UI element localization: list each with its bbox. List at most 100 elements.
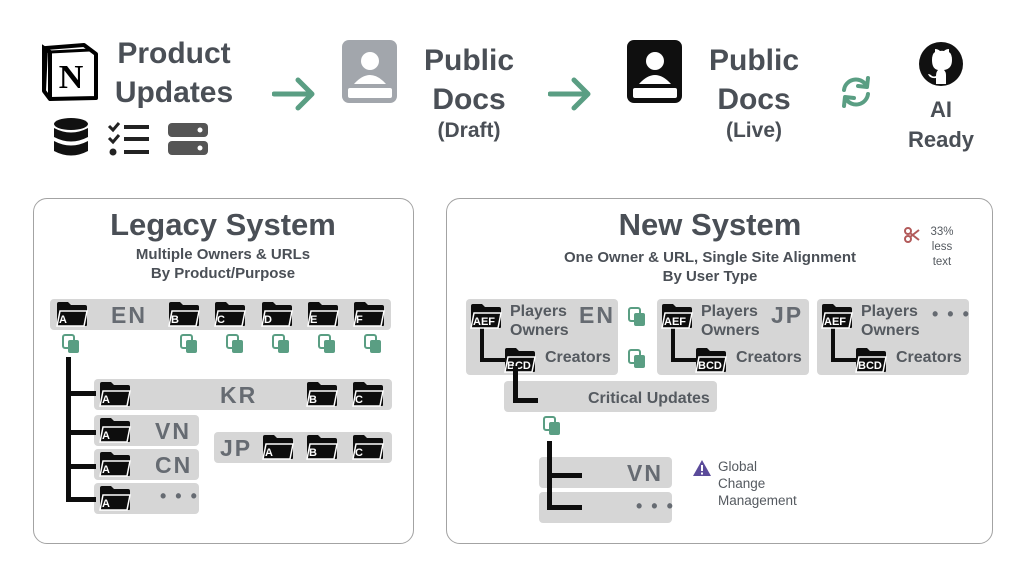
- creators-label: Creators: [736, 349, 802, 366]
- site-tree-line: [831, 320, 835, 362]
- folder-icon: C: [352, 381, 384, 407]
- owners-label: Owners: [510, 322, 569, 339]
- arrow-right-icon: [272, 77, 315, 111]
- legacy-en-label: EN: [111, 302, 147, 328]
- legacy-ellipsis: • • •: [160, 486, 199, 506]
- folder-label: B: [171, 314, 179, 326]
- site-tree-line: [480, 358, 508, 362]
- copy-icon: [62, 334, 79, 353]
- folder-label: A: [59, 314, 67, 326]
- folder-icon: E: [307, 301, 339, 327]
- legacy-subtitle: Multiple Owners & URLs: [135, 246, 311, 263]
- folder-icon: A: [99, 451, 131, 477]
- site-tree-line: [671, 320, 675, 362]
- folder-label: A: [265, 447, 273, 459]
- folder-icon: A: [99, 485, 131, 511]
- note-line3: text: [932, 256, 952, 268]
- folder-label: C: [355, 394, 363, 406]
- public-docs-draft-line2: Docs: [432, 83, 506, 116]
- legacy-kr-label: KR: [220, 382, 258, 408]
- folder-label: BCD: [698, 360, 722, 372]
- legacy-tree-branch: [66, 430, 96, 435]
- folder-icon: C: [214, 301, 246, 327]
- legacy-tree-branch: [66, 464, 96, 469]
- live-label: (Live): [725, 119, 782, 142]
- legacy-tree-branch: [66, 391, 96, 396]
- folder-icon: A: [99, 417, 131, 443]
- public-docs-live-line1: Public: [708, 44, 799, 77]
- folder-label: AEF: [824, 316, 846, 328]
- checklist-icon: [107, 122, 149, 156]
- ai-ready-line2: Ready: [907, 127, 975, 152]
- folder-icon: A: [262, 434, 294, 460]
- folder-label: A: [102, 430, 110, 442]
- folder-label: E: [310, 314, 318, 326]
- folder-icon: BCD: [695, 347, 727, 373]
- folder-label: BCD: [858, 360, 882, 372]
- new-title: New System: [618, 207, 802, 242]
- folder-label: B: [309, 447, 317, 459]
- draft-label: (Draft): [437, 119, 501, 142]
- folder-label: A: [102, 394, 110, 406]
- owners-label: Owners: [861, 322, 920, 339]
- folder-icon: AEF: [470, 303, 502, 329]
- new-subtitle-2: By User Type: [662, 268, 758, 285]
- github-icon: [919, 42, 963, 86]
- copy-icon: [226, 334, 243, 353]
- legacy-subtitle-2: By Product/Purpose: [150, 265, 296, 282]
- contact-book-icon: [627, 40, 682, 103]
- global-line2: Change: [718, 476, 766, 491]
- legacy-tree-branch: [66, 497, 96, 502]
- copy-icon: [543, 416, 560, 435]
- folder-icon: AEF: [821, 303, 853, 329]
- sync-icon: [842, 76, 870, 108]
- note-line2: less: [931, 241, 953, 253]
- folder-icon: AEF: [661, 303, 693, 329]
- folder-icon: A: [99, 381, 131, 407]
- site-more-ellipsis: • • •: [932, 304, 971, 324]
- folder-label: F: [356, 314, 363, 326]
- folder-icon: F: [353, 301, 385, 327]
- folder-icon: A: [56, 301, 88, 327]
- arrow-right-icon: [548, 77, 591, 111]
- folder-icon: B: [306, 381, 338, 407]
- public-docs-draft-line1: Public: [423, 44, 514, 77]
- scissors-icon: [904, 227, 920, 243]
- players-label: Players: [861, 303, 918, 320]
- product-updates-line1: Product: [117, 37, 231, 70]
- folder-label: C: [355, 447, 363, 459]
- folder-icon: B: [168, 301, 200, 327]
- site-tree-line: [831, 358, 859, 362]
- folder-icon: BCD: [855, 347, 887, 373]
- folder-icon: D: [261, 301, 293, 327]
- folder-label: AEF: [664, 316, 686, 328]
- legacy-vn-label: VN: [155, 418, 191, 444]
- global-line1: Global: [718, 459, 758, 474]
- public-docs-live-line2: Docs: [717, 83, 791, 116]
- folder-label: A: [102, 498, 110, 510]
- critical-updates-bar: [504, 381, 717, 412]
- players-label: Players: [701, 303, 758, 320]
- lower-tree-branch: [547, 473, 582, 478]
- copy-icon: [364, 334, 381, 353]
- copy-icon: [318, 334, 335, 353]
- ai-ready-line1: AI: [930, 97, 952, 122]
- folder-label: B: [309, 394, 317, 406]
- players-label: Players: [510, 303, 567, 320]
- lower-vn-label: VN: [627, 460, 663, 486]
- folder-label: AEF: [473, 316, 495, 328]
- critical-connector: [513, 366, 518, 403]
- creators-label: Creators: [545, 349, 611, 366]
- critical-updates-label: Critical Updates: [588, 390, 710, 407]
- copy-icon: [628, 307, 645, 326]
- critical-connector: [513, 398, 538, 403]
- note-line1: 33%: [930, 226, 954, 238]
- new-subtitle: One Owner & URL, Single Site Alignment: [564, 249, 856, 266]
- lower-ellipsis: • • •: [636, 496, 675, 516]
- copy-icon: [628, 349, 645, 368]
- global-line3: Management: [718, 493, 797, 508]
- legacy-cn-label: CN: [155, 452, 193, 478]
- lower-tree-branch: [547, 505, 582, 510]
